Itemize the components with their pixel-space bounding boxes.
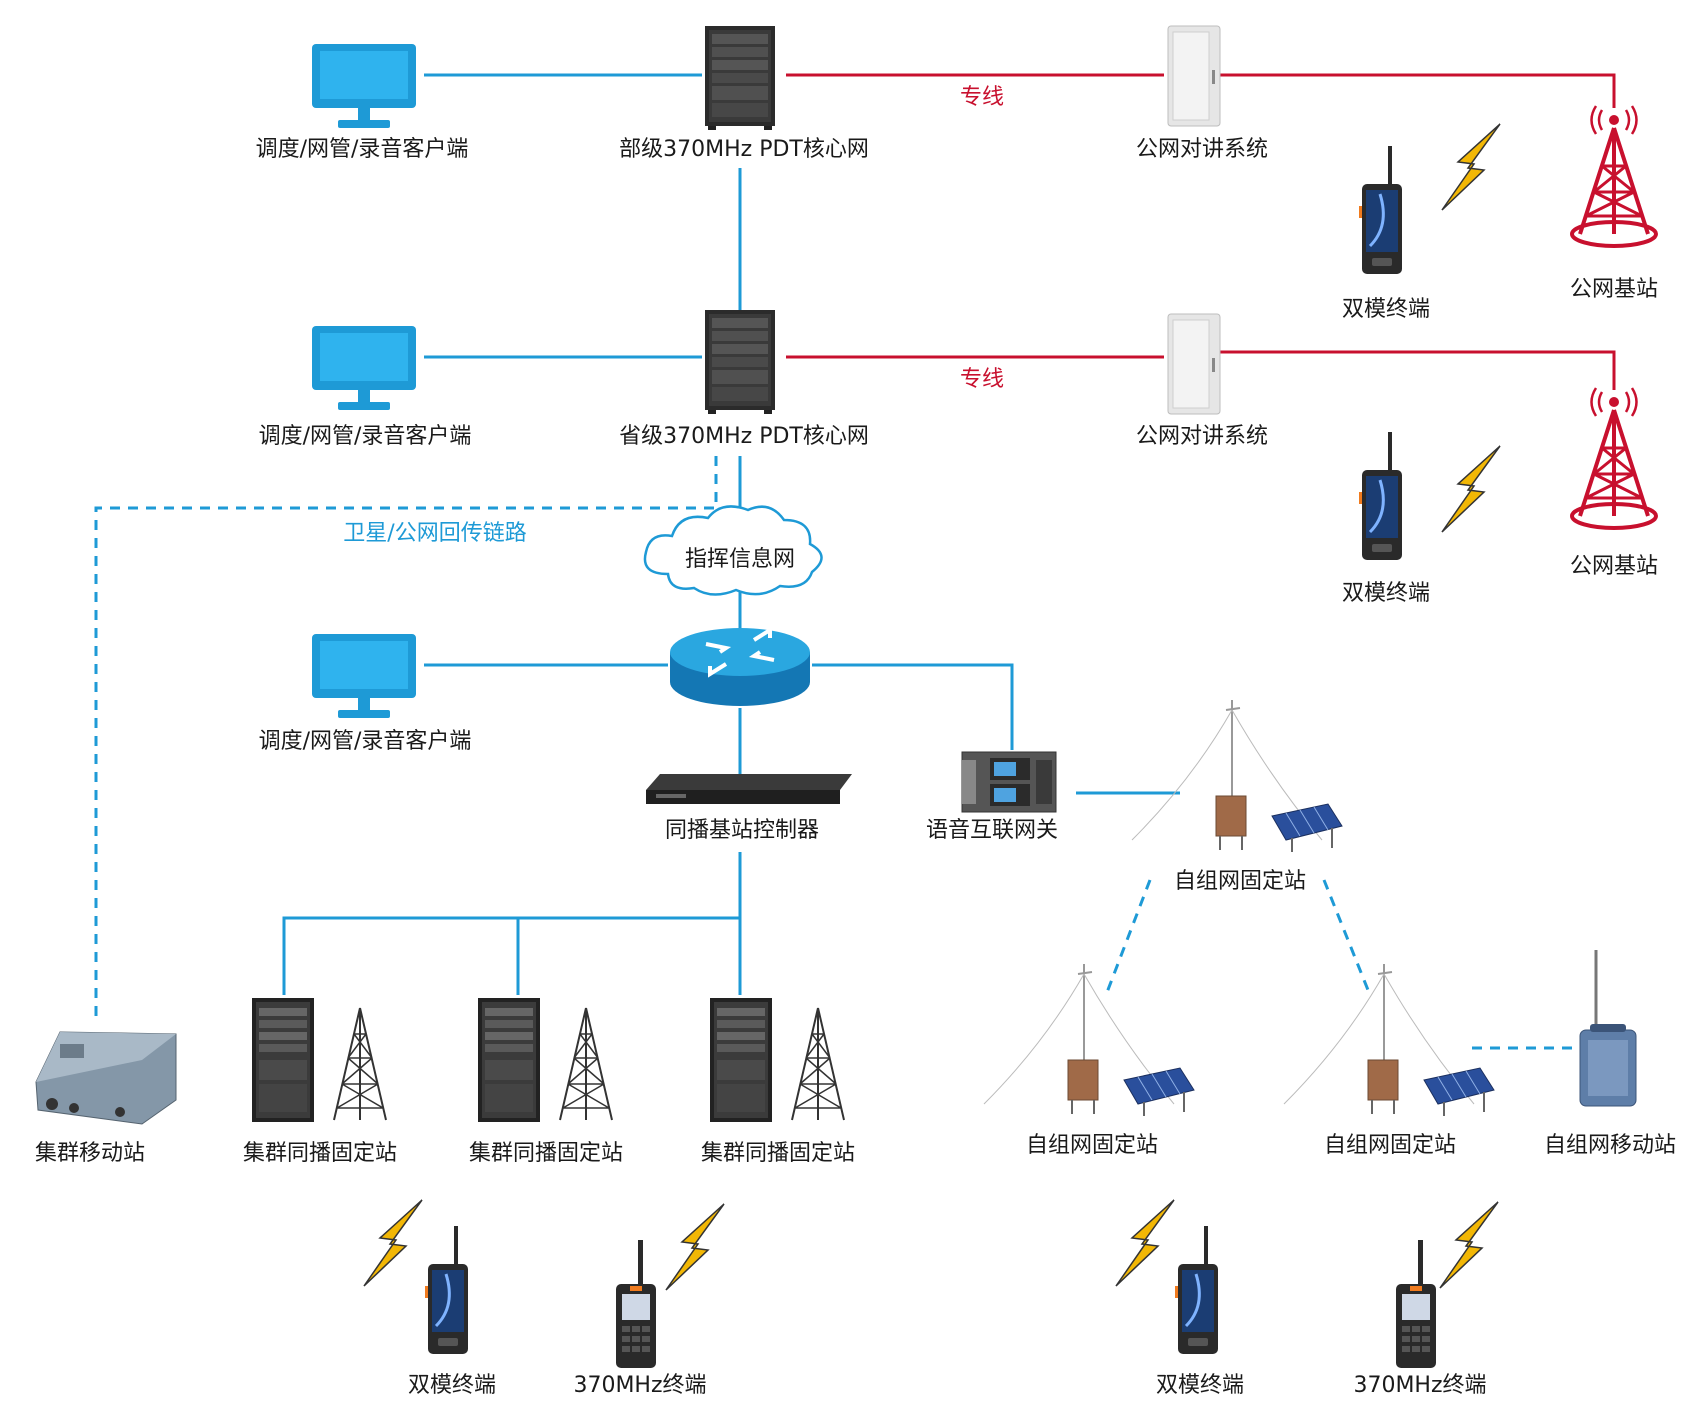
adhoc-fixed-icon-right xyxy=(1283,963,1495,1117)
simulcast-controller-icon xyxy=(646,774,852,804)
public-ptt-cabinet-icon-2 xyxy=(1167,313,1221,415)
router-icon xyxy=(670,626,810,706)
trunk-fixed-label-3: 集群同播固定站 xyxy=(701,1141,855,1166)
cloud-icon xyxy=(643,505,823,596)
core-ministry-rack-icon xyxy=(705,26,775,130)
lightning-icon-4 xyxy=(665,1203,725,1291)
dedicated-line-label-1: 专线 xyxy=(960,85,1004,110)
bottom-370-label-2: 370MHz终端 xyxy=(1353,1373,1486,1398)
voice-gateway-label: 语音互联网关 xyxy=(926,818,1058,843)
bottom-dual-label-1: 双模终端 xyxy=(408,1373,496,1398)
adhoc-fixed-icon-left xyxy=(983,963,1195,1117)
adhoc-link-left xyxy=(1104,879,1152,996)
public-ptt-label-1: 公网对讲系统 xyxy=(1136,137,1268,162)
voice-gateway-icon xyxy=(961,751,1057,813)
public-bs-tower-icon-1 xyxy=(1570,104,1658,248)
dedicated-line-label-2: 专线 xyxy=(960,367,1004,392)
bottom-dual-terminal-icon-2 xyxy=(1173,1224,1220,1356)
command-network-label: 指挥信息网 xyxy=(685,547,795,572)
dual-terminal-icon-1 xyxy=(1357,144,1404,276)
core-province-label: 省级370MHz PDT核心网 xyxy=(619,424,869,449)
lightning-icon-6 xyxy=(1439,1201,1499,1289)
satellite-backhaul-link xyxy=(94,456,718,1020)
lightning-icon-5 xyxy=(1115,1199,1175,1287)
dedicated-line-top-b xyxy=(1218,73,1616,108)
dedicated-line-mid-b xyxy=(1218,350,1616,390)
trunk-fixed-label-2: 集群同播固定站 xyxy=(469,1141,623,1166)
link-router-gateway xyxy=(812,663,1014,750)
lattice-tower-icon-2 xyxy=(559,1007,613,1121)
link-trunk-bus xyxy=(282,916,740,995)
bottom-dual-terminal-icon-1 xyxy=(423,1224,470,1356)
bottom-370-label-1: 370MHz终端 xyxy=(573,1373,706,1398)
lattice-tower-icon-3 xyxy=(791,1007,845,1121)
core-province-rack-icon xyxy=(705,310,775,414)
public-ptt-cabinet-icon-1 xyxy=(1167,25,1221,127)
satellite-link-label: 卫星/公网回传链路 xyxy=(343,521,526,546)
client-monitor-icon-1 xyxy=(312,44,416,128)
lightning-icon-1 xyxy=(1441,123,1501,211)
client-label-3: 调度/网管/录音客户端 xyxy=(259,729,472,754)
client-monitor-icon-3 xyxy=(312,634,416,718)
bottom-370-terminal-icon-1 xyxy=(616,1240,656,1368)
trunk-fixed-label-1: 集群同播固定站 xyxy=(243,1141,397,1166)
dual-terminal-label-1: 双模终端 xyxy=(1342,297,1430,322)
adhoc-fixed-icon-top xyxy=(1131,699,1343,853)
public-bs-label-1: 公网基站 xyxy=(1570,277,1658,302)
trunk-rack-icon-3 xyxy=(710,998,772,1122)
lightning-icon-3 xyxy=(363,1199,423,1287)
connection-lines xyxy=(94,73,1616,1050)
client-label-1: 调度/网管/录音客户端 xyxy=(256,137,469,162)
adhoc-fixed-label-top: 自组网固定站 xyxy=(1174,869,1306,894)
trunk-rack-icon-1 xyxy=(252,998,314,1122)
adhoc-mobile-label: 自组网移动站 xyxy=(1544,1133,1676,1158)
lightning-icon-2 xyxy=(1441,445,1501,533)
adhoc-fixed-label-right: 自组网固定站 xyxy=(1324,1133,1456,1158)
bottom-370-terminal-icon-2 xyxy=(1396,1240,1436,1368)
client-monitor-icon-2 xyxy=(312,326,416,410)
bottom-dual-label-2: 双模终端 xyxy=(1156,1373,1244,1398)
dual-terminal-icon-2 xyxy=(1357,430,1404,562)
simulcast-controller-label: 同播基站控制器 xyxy=(665,818,819,843)
trunk-rack-icon-2 xyxy=(478,998,540,1122)
adhoc-mobile-icon xyxy=(1579,950,1637,1107)
adhoc-link-right xyxy=(1322,879,1372,996)
public-bs-tower-icon-2 xyxy=(1570,386,1658,530)
public-bs-label-2: 公网基站 xyxy=(1570,554,1658,579)
lattice-tower-icon-1 xyxy=(333,1007,387,1121)
public-ptt-label-2: 公网对讲系统 xyxy=(1136,424,1268,449)
adhoc-fixed-label-left: 自组网固定站 xyxy=(1026,1133,1158,1158)
dual-terminal-label-2: 双模终端 xyxy=(1342,581,1430,606)
trunk-mobile-icon xyxy=(35,1031,177,1125)
trunk-mobile-label: 集群移动站 xyxy=(35,1141,145,1166)
client-label-2: 调度/网管/录音客户端 xyxy=(259,424,472,449)
core-ministry-label: 部级370MHz PDT核心网 xyxy=(619,137,869,162)
